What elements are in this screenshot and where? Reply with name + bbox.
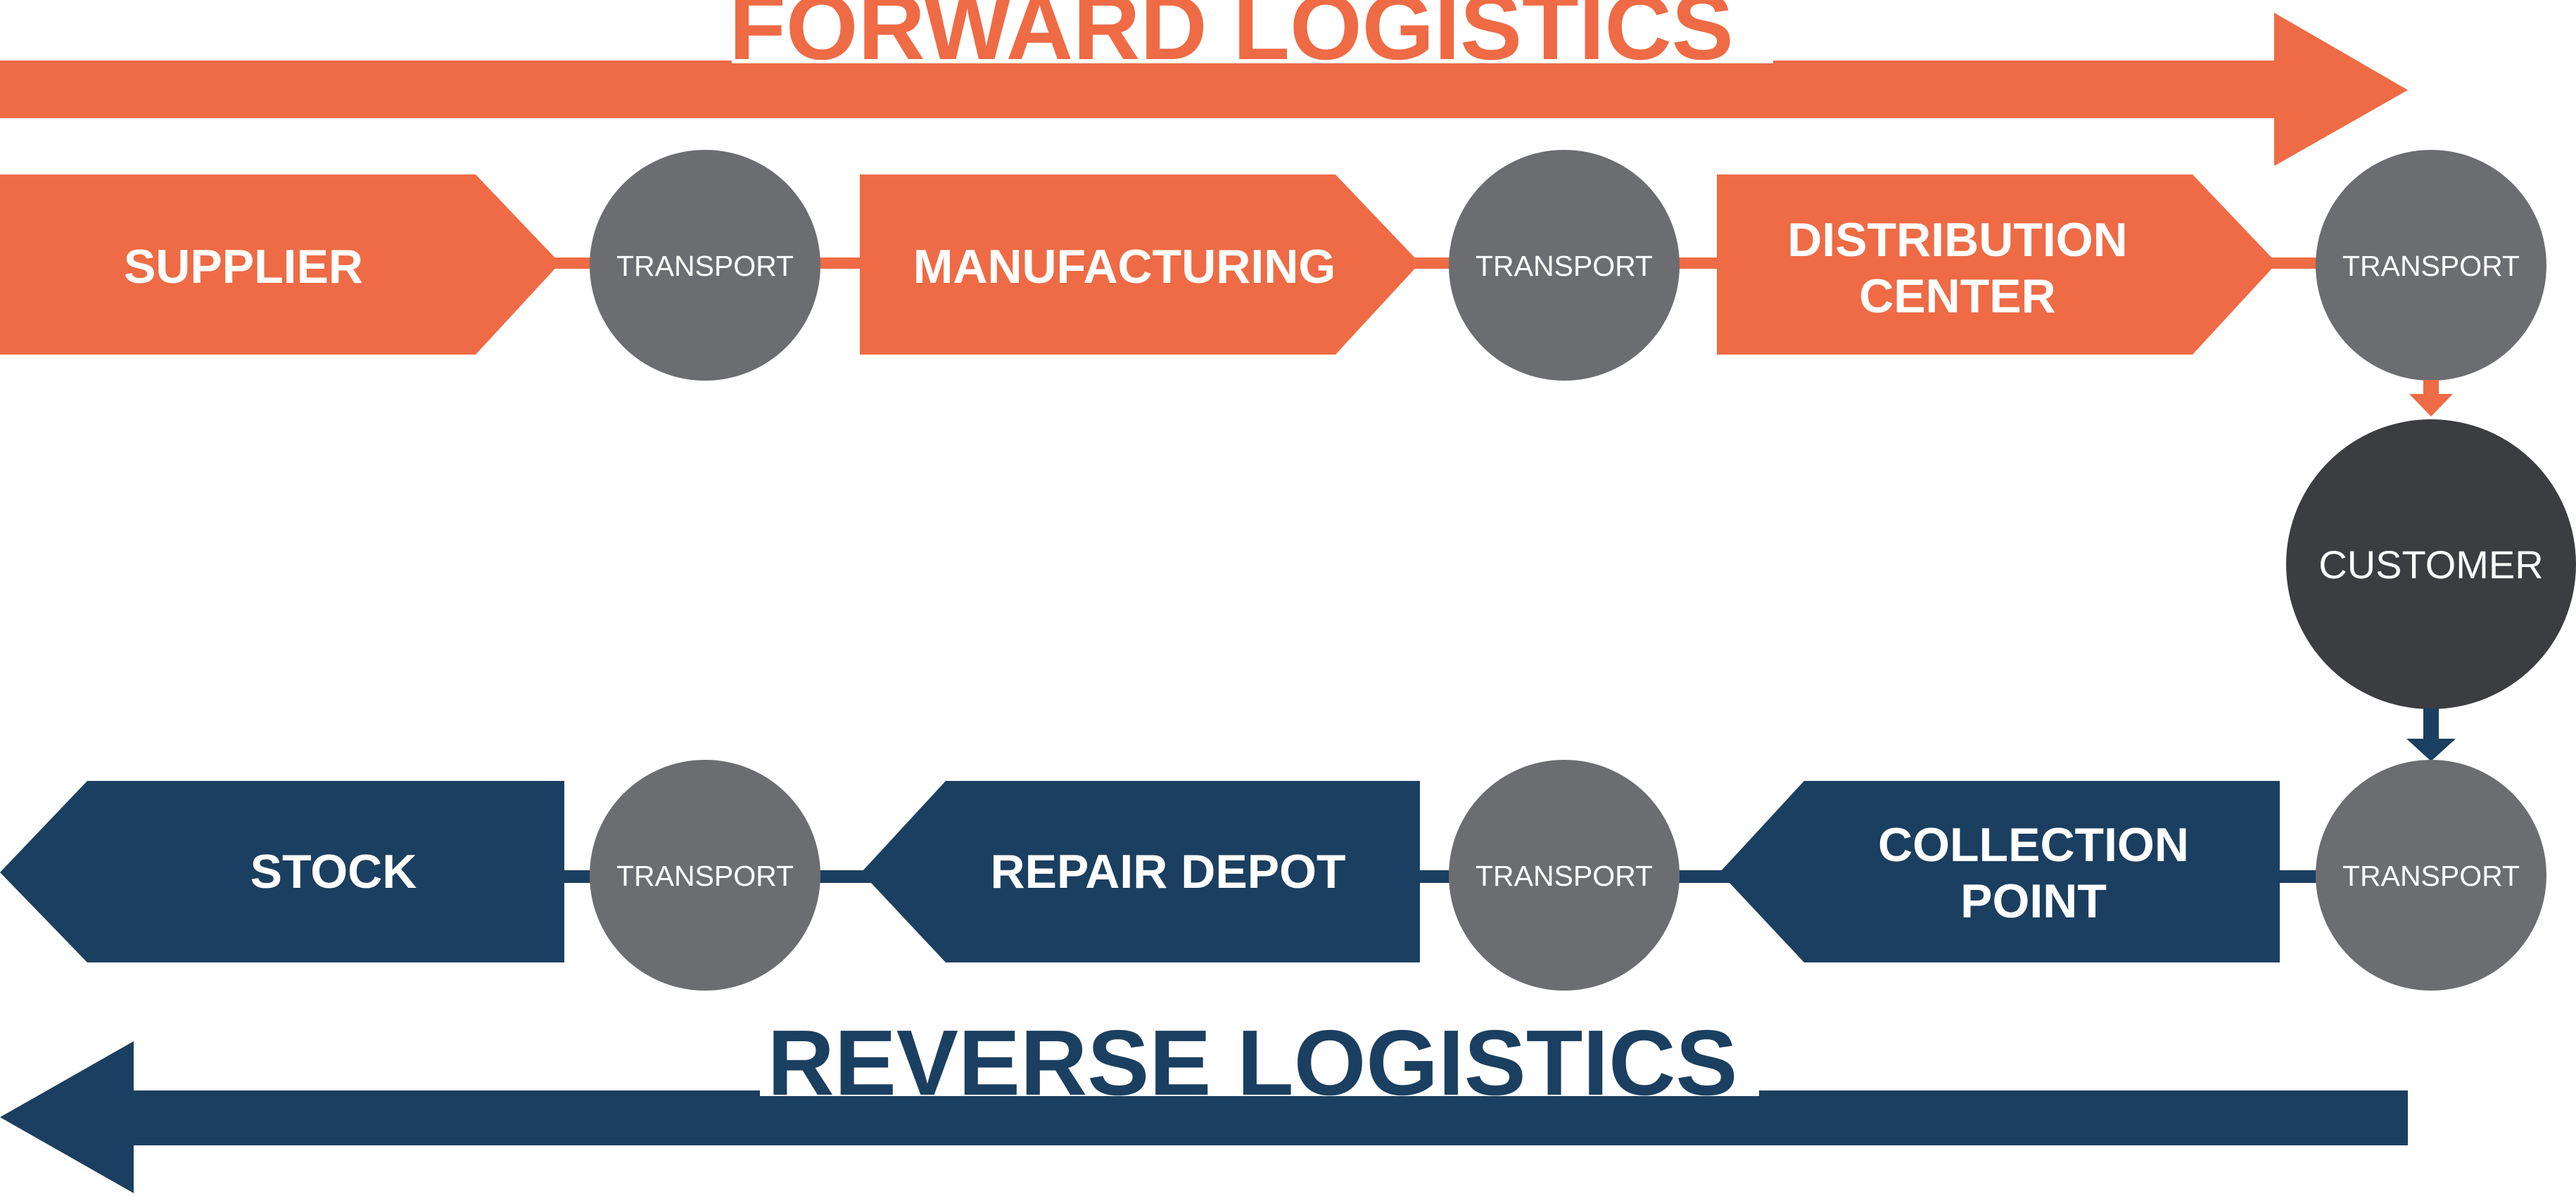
transport-label: TRANSPORT (616, 250, 794, 282)
forward-arrow (0, 13, 2408, 166)
transport-label: TRANSPORT (616, 860, 794, 892)
distribution-center-node: DISTRIBUTION CENTER (1717, 174, 2277, 355)
transport-node-reverse-1: TRANSPORT (590, 760, 820, 991)
collection-point-label-line2: POINT (1960, 874, 2107, 928)
repair-depot-shape (861, 781, 1420, 962)
transport-node-reverse-3: TRANSPORT (2316, 760, 2546, 991)
repair-depot-node: REPAIR DEPOT (861, 781, 1420, 962)
distribution-center-label-line2: CENTER (1859, 269, 2056, 323)
customer-label: CUSTOMER (2318, 542, 2543, 587)
stock-shape (0, 781, 564, 962)
distribution-center-shape (1717, 174, 2277, 355)
transport-label: TRANSPORT (2342, 250, 2520, 282)
stock-node: STOCK (0, 781, 564, 962)
manufacturing-node: MANUFACTURING (860, 174, 1420, 355)
forward-title-backdrop (732, 0, 1773, 63)
down-arrow-shaft (2423, 708, 2439, 740)
transport-node-forward-1: TRANSPORT (590, 150, 820, 381)
customer-circle (2286, 419, 2576, 709)
down-arrow-shaft (2423, 380, 2439, 395)
manufacturing-label: MANUFACTURING (913, 240, 1336, 293)
down-arrow-head (2409, 394, 2453, 416)
collection-point-label-line1: COLLECTION (1878, 818, 2189, 872)
transport-label: TRANSPORT (2342, 860, 2520, 892)
supplier-shape (0, 174, 560, 355)
repair-depot-label: REPAIR DEPOT (990, 845, 1345, 898)
transport-label: TRANSPORT (1476, 860, 1653, 892)
down-arrow-head (2406, 739, 2456, 761)
forward-banner: FORWARD LOGISTICS (0, 0, 2408, 166)
reverse-title-backdrop (760, 1089, 1759, 1096)
reverse-banner: REVERSE LOGISTICS (0, 1011, 2408, 1193)
down-arrow-to-customer (2409, 380, 2453, 416)
transport-circle (1449, 760, 1680, 991)
transport-circle (2316, 150, 2546, 381)
forward-title: FORWARD LOGISTICS (729, 0, 1734, 79)
reverse-arrow (0, 1041, 2408, 1193)
supplier-label: SUPPLIER (124, 240, 363, 293)
distribution-center-label-line1: DISTRIBUTION (1787, 213, 2128, 267)
transport-label: TRANSPORT (1476, 250, 1653, 282)
collection-point-node: COLLECTION POINT (1720, 781, 2280, 962)
reverse-title: REVERSE LOGISTICS (768, 1011, 1738, 1114)
supplier-node: SUPPLIER (0, 174, 560, 355)
manufacturing-shape (860, 174, 1420, 355)
transport-circle (1449, 150, 1680, 381)
transport-node-forward-2: TRANSPORT (1449, 150, 1680, 381)
transport-node-forward-3: TRANSPORT (2316, 150, 2546, 381)
stock-label: STOCK (250, 845, 417, 898)
transport-circle (590, 760, 820, 991)
transport-node-reverse-2: TRANSPORT (1449, 760, 1680, 991)
transport-circle (590, 150, 820, 381)
down-arrow-from-customer (2406, 708, 2456, 761)
collection-point-shape (1720, 781, 2280, 962)
transport-circle (2316, 760, 2546, 991)
customer-node: CUSTOMER (2286, 419, 2576, 709)
